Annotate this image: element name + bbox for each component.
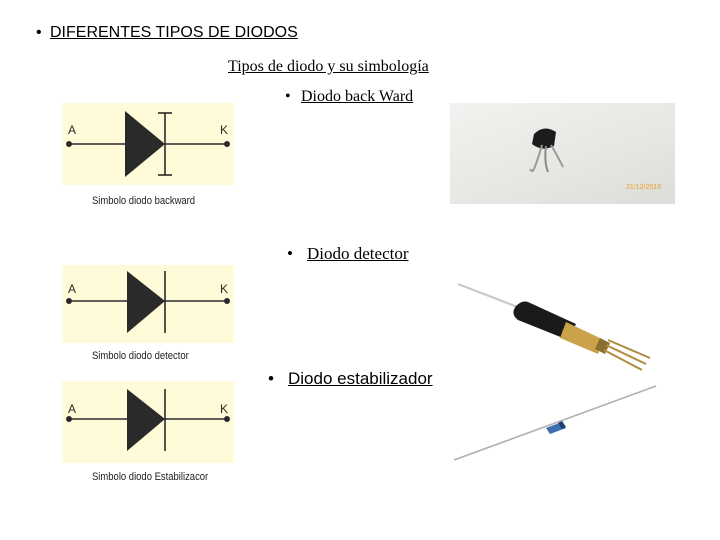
symbol-stabilizer-diode: A K [62, 381, 234, 463]
bullet: • [287, 244, 293, 263]
item-label-detector: • Diodo detector [287, 244, 409, 264]
diode-symbol-graphic: A K [66, 389, 230, 451]
bullet: • [285, 88, 291, 105]
label-text: Diodo back Ward [301, 88, 414, 105]
label-text: Diodo estabilizador [288, 369, 433, 388]
diode-symbol-graphic: A K [66, 271, 230, 333]
cathode-label: K [220, 123, 228, 137]
photo-backward-diode: 21/12/2019 [450, 103, 675, 204]
page-subtitle: Tipos de diodo y su simbología [228, 58, 429, 75]
diode-symbol-graphic: A K [66, 111, 230, 177]
component-photo-graphic [457, 282, 651, 371]
symbol-caption: Simbolo diodo backward [92, 195, 196, 207]
anode-label: A [68, 282, 76, 296]
heading-text: DIFERENTES TIPOS DE DIODOS [50, 24, 298, 41]
symbol-caption: Simbolo diodo detector [92, 350, 189, 362]
photo-date-stamp: 21/12/2019 [626, 184, 661, 191]
page-heading: • DIFERENTES TIPOS DE DIODOS [36, 24, 298, 42]
label-text: Diodo detector [307, 244, 409, 263]
anode-label: A [68, 123, 76, 137]
item-label-stabilizer: • Diodo estabilizador [268, 369, 433, 389]
heading-bullet: • [36, 24, 42, 41]
symbol-caption: Simbolo diodo Estabilizacor [92, 471, 209, 483]
photo-stabilizer-diode [450, 380, 665, 466]
photo-detector-diode [450, 276, 665, 372]
cathode-label: K [220, 282, 228, 296]
component-photo-graphic [453, 385, 657, 461]
anode-label: A [68, 402, 76, 416]
cathode-label: K [220, 402, 228, 416]
component-photo-graphic: 21/12/2019 [529, 128, 661, 191]
symbol-detector-diode: A K [62, 265, 234, 343]
symbol-backward-diode: A K [62, 103, 234, 185]
bullet: • [268, 369, 274, 388]
item-label-backward: • Diodo back Ward [285, 88, 413, 106]
